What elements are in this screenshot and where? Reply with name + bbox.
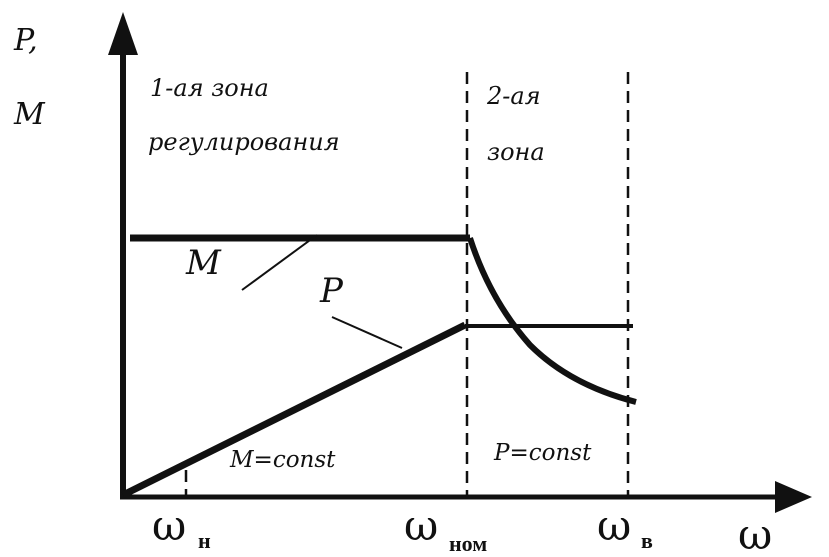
y-axis-label-p: P, — [13, 23, 38, 58]
y-axis-arrow — [108, 12, 138, 55]
zone1-label-line2: регулирования — [148, 128, 340, 156]
torque-curve-decline — [467, 237, 637, 405]
zone2-label-line2: зона — [487, 138, 545, 166]
torque-leader-line — [241, 234, 318, 291]
torque-curve-label: M — [185, 243, 222, 283]
tick-omega-v-symbol: ω — [597, 501, 631, 550]
zone1-condition-label: M=const — [229, 447, 336, 473]
tick-omega-v-subscript: в — [641, 528, 653, 553]
tick-omega-n-subscript: н — [198, 528, 211, 553]
zone1-label-line1: 1-ая зона — [150, 74, 269, 102]
x-axis-label: ω — [738, 510, 772, 557]
zone2-condition-label: P=const — [493, 440, 592, 466]
tick-omega-n-symbol: ω — [152, 501, 186, 550]
tick-omega-nom-symbol: ω — [404, 501, 438, 550]
y-axis-label-m: M — [13, 97, 46, 132]
x-axis-arrow — [775, 481, 812, 513]
tick-omega-nom-subscript: ном — [449, 531, 487, 556]
zone2-label-line1: 2-ая — [486, 82, 541, 110]
power-curve-rise — [121, 321, 467, 499]
power-leader-line — [331, 316, 403, 349]
power-curve-label: P — [319, 271, 344, 311]
